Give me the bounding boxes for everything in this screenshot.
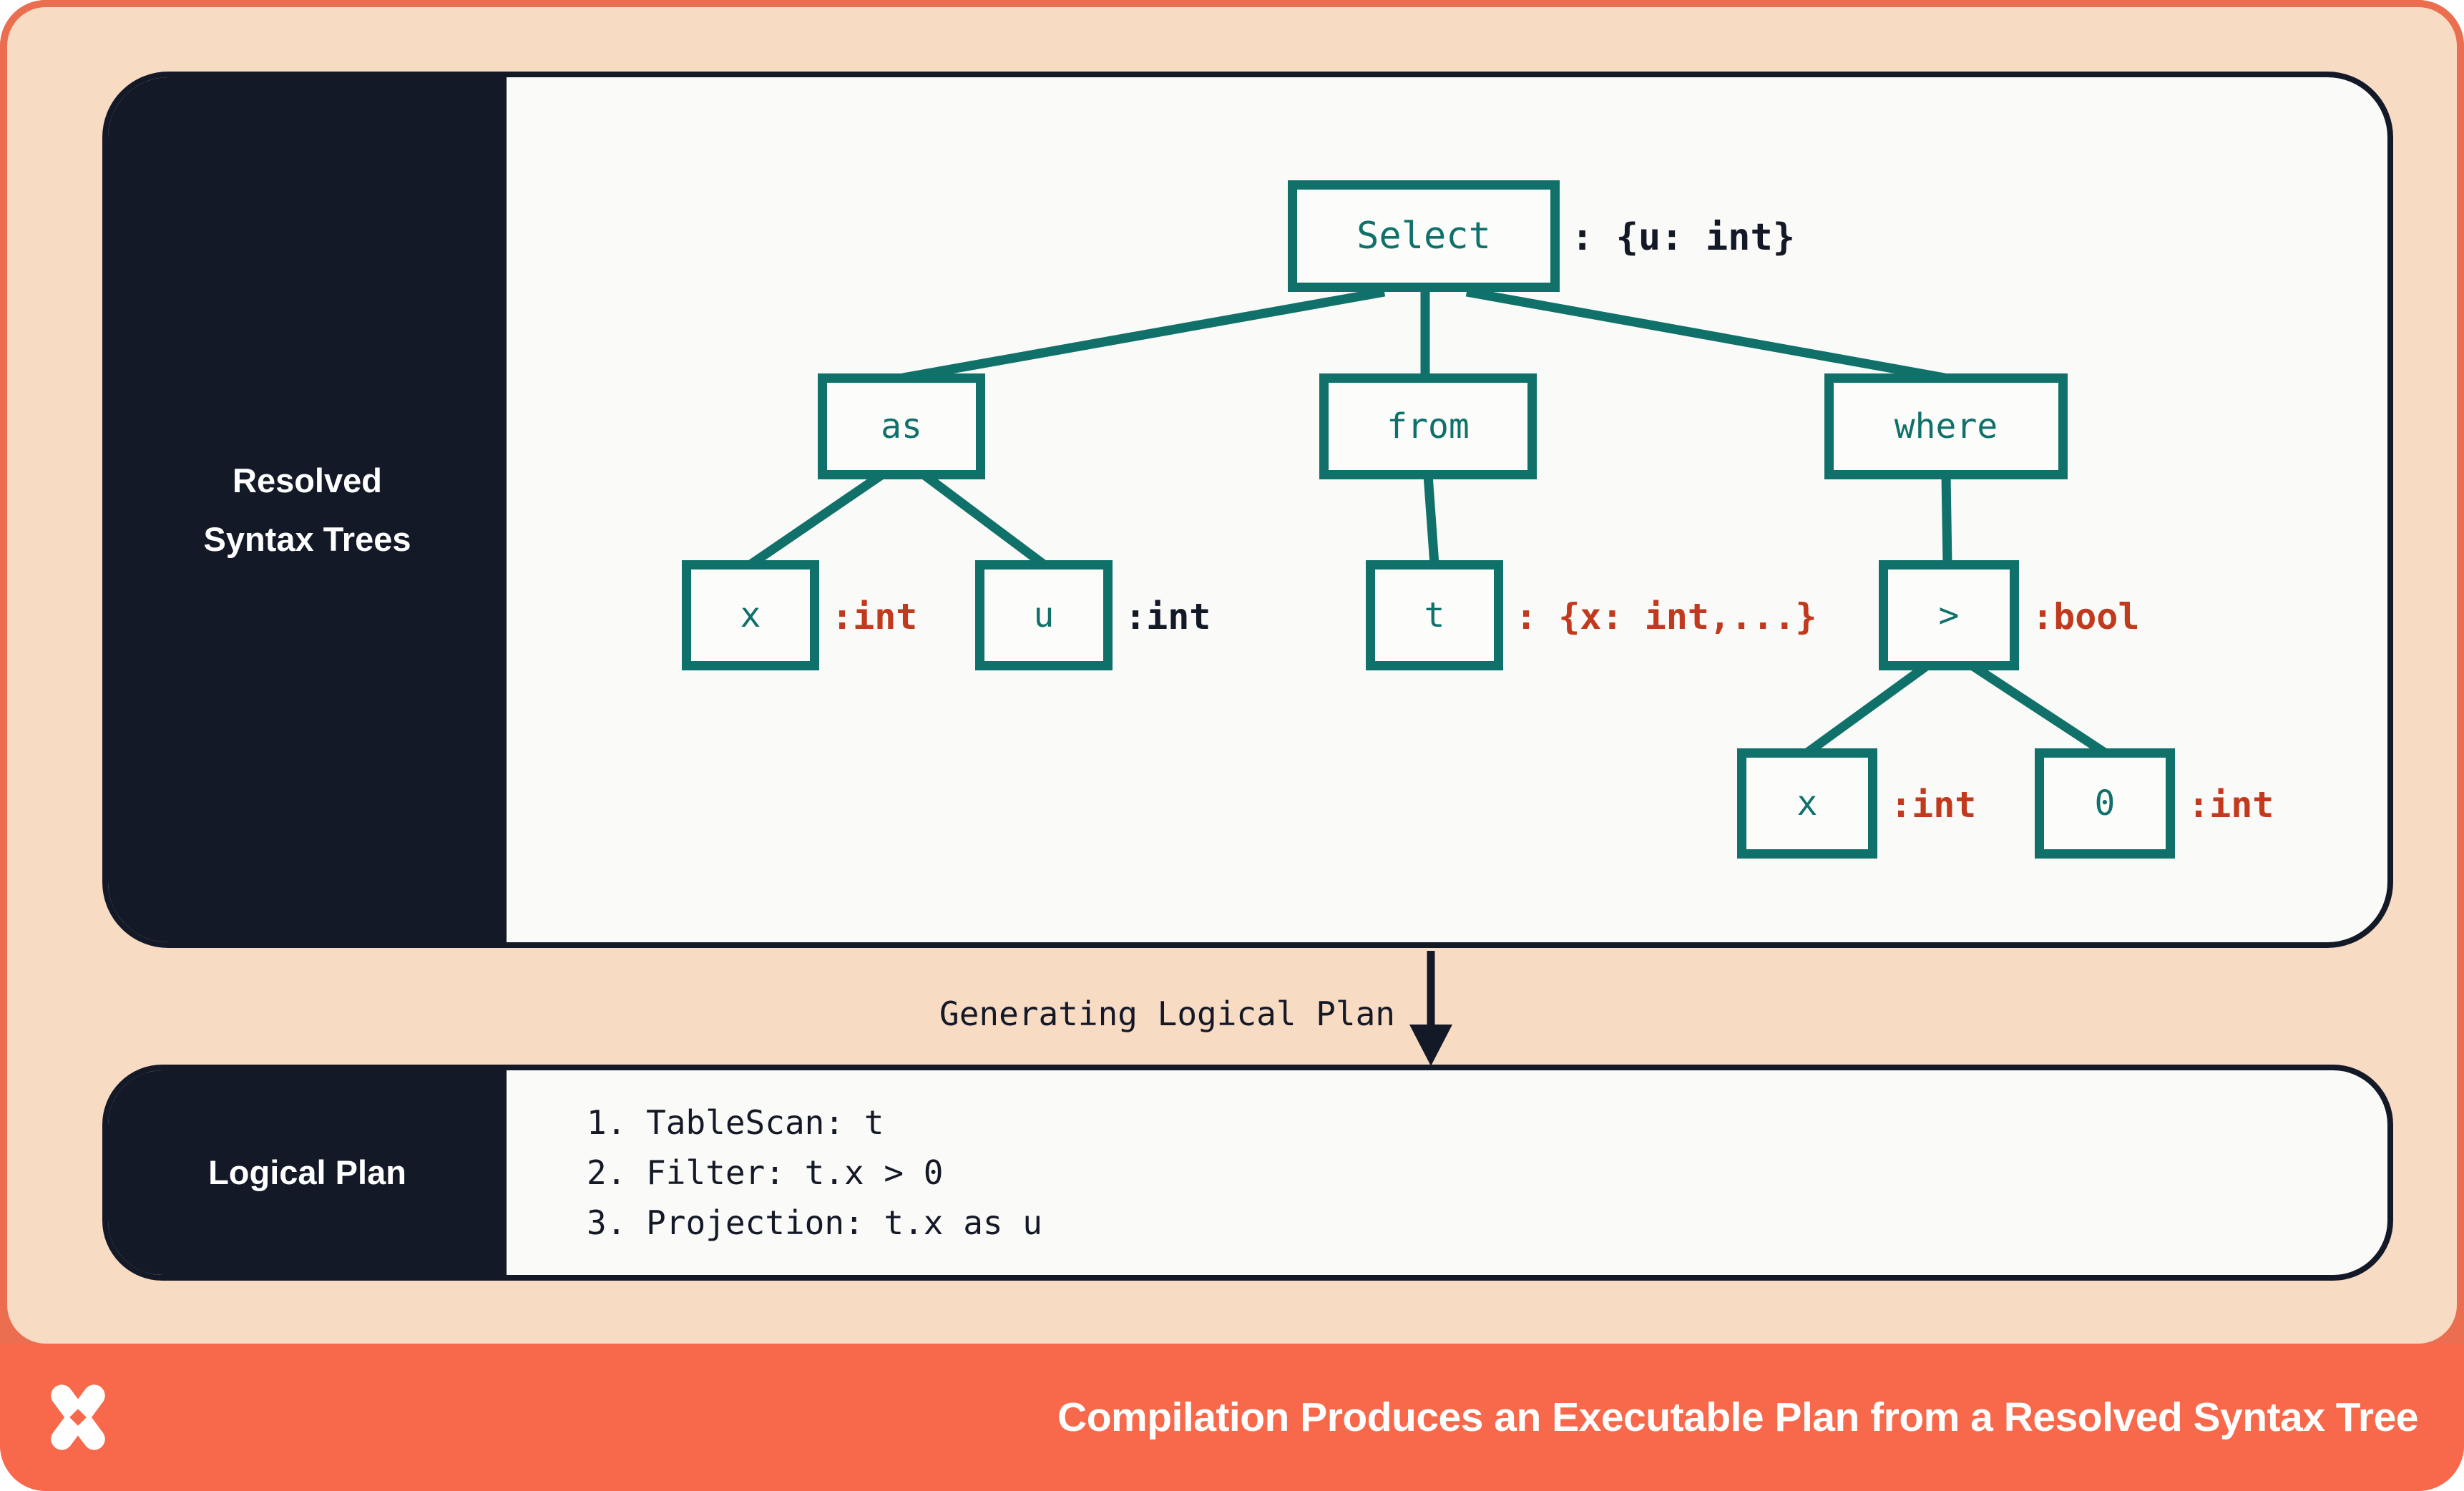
logical-plan-steps: 1. TableScan: t 2. Filter: t.x > 0 3. Pr… bbox=[507, 1070, 2387, 1275]
lp-step-2: 2. Filter: t.x > 0 bbox=[587, 1153, 944, 1192]
tree-node-greater-than: > bbox=[1879, 560, 2019, 670]
annotation-select-type: : {u: int} bbox=[1571, 216, 1796, 259]
rst-sidebar: Resolved Syntax Trees bbox=[108, 77, 507, 942]
lp-step-1: 1. TableScan: t bbox=[587, 1103, 884, 1142]
logical-plan-card: Logical Plan 1. TableScan: t 2. Filter: … bbox=[102, 1065, 2393, 1281]
tree-node-as: as bbox=[818, 373, 985, 479]
tree-node-where: where bbox=[1824, 373, 2068, 479]
tree-node-x-as-label: x bbox=[740, 595, 761, 635]
x-pinwheel-logo-icon bbox=[51, 1384, 105, 1450]
tree-node-from: from bbox=[1319, 373, 1537, 479]
tree-node-u-label: u bbox=[1033, 595, 1055, 635]
resolved-syntax-trees-card: Resolved Syntax Trees bbox=[102, 72, 2393, 948]
footer-bar: Compilation Produces an Executable Plan … bbox=[0, 1344, 2464, 1491]
tree-node-x-where-label: x bbox=[1796, 783, 1818, 823]
annotation-zero-type: :int bbox=[2188, 784, 2274, 826]
rst-sidebar-label-line1: Resolved bbox=[233, 461, 382, 499]
tree-node-x-as: x bbox=[682, 560, 819, 670]
rst-sidebar-label-line2: Syntax Trees bbox=[203, 519, 411, 558]
annotation-greater-than-type: :bool bbox=[2032, 596, 2140, 637]
lp-sidebar-label: Logical Plan bbox=[208, 1153, 406, 1191]
footer-title: Compilation Produces an Executable Plan … bbox=[1057, 1394, 2418, 1440]
tree-node-select-label: Select bbox=[1356, 215, 1491, 258]
tree-node-u: u bbox=[975, 560, 1113, 670]
tree-node-t-label: t bbox=[1424, 595, 1445, 635]
tree-node-from-label: from bbox=[1387, 406, 1470, 446]
tree-node-x-where: x bbox=[1737, 748, 1877, 859]
tree-node-select: Select bbox=[1288, 180, 1560, 292]
generating-logical-plan-label: Generating Logical Plan bbox=[939, 994, 1395, 1033]
tree-node-where-label: where bbox=[1894, 406, 1998, 446]
lp-step-3: 3. Projection: t.x as u bbox=[587, 1203, 1042, 1242]
annotation-x-where-type: :int bbox=[1890, 784, 1977, 826]
annotation-u-type: :int bbox=[1125, 596, 1211, 637]
tree-node-zero: 0 bbox=[2035, 748, 2175, 859]
annotation-t-type: : {x: int,...} bbox=[1515, 596, 1817, 637]
tree-node-as-label: as bbox=[881, 406, 922, 446]
lp-sidebar: Logical Plan bbox=[108, 1070, 507, 1275]
tree-node-zero-label: 0 bbox=[2094, 783, 2116, 823]
tree-node-greater-than-label: > bbox=[1938, 595, 1960, 635]
annotation-x-as-type: :int bbox=[831, 596, 918, 637]
tree-node-t: t bbox=[1366, 560, 1503, 670]
